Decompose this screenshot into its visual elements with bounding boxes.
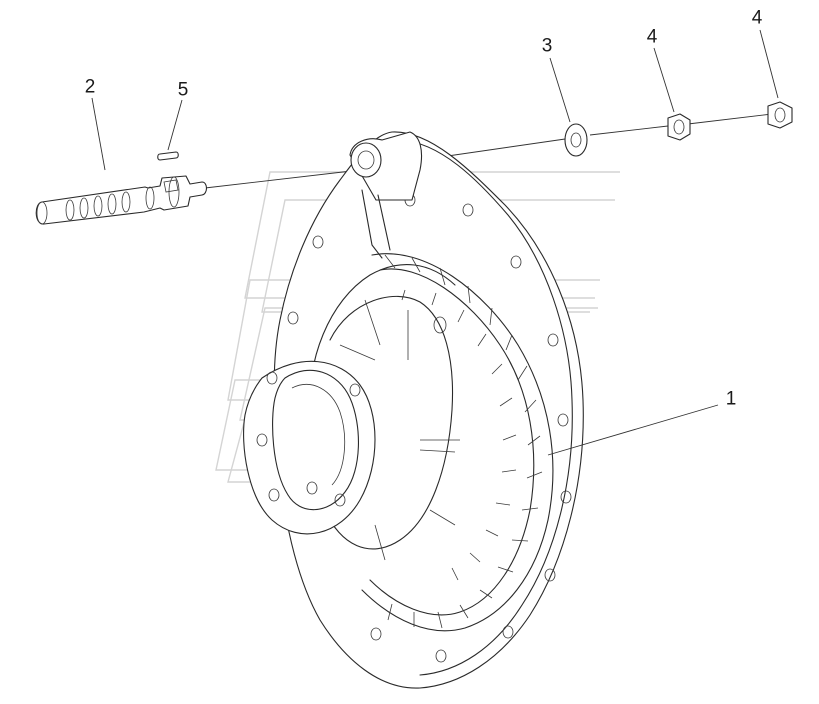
assembly-axis-line — [204, 113, 773, 189]
shaft — [35, 175, 208, 225]
callout-housing: 1 — [725, 388, 737, 410]
flange-bolt-holes — [287, 193, 572, 663]
washer — [564, 123, 588, 157]
callout-nut-b: 4 — [751, 7, 763, 29]
callout-key: 5 — [177, 79, 189, 101]
callout-shaft: 2 — [84, 76, 96, 98]
callout-washer: 3 — [541, 35, 553, 57]
housing — [243, 131, 584, 689]
callout-leaders — [91, 29, 779, 456]
callout-nut-a: 4 — [646, 26, 658, 48]
nut-b — [767, 101, 793, 129]
nut-a — [667, 113, 691, 141]
housing-ribs — [384, 254, 543, 629]
key — [157, 151, 179, 161]
